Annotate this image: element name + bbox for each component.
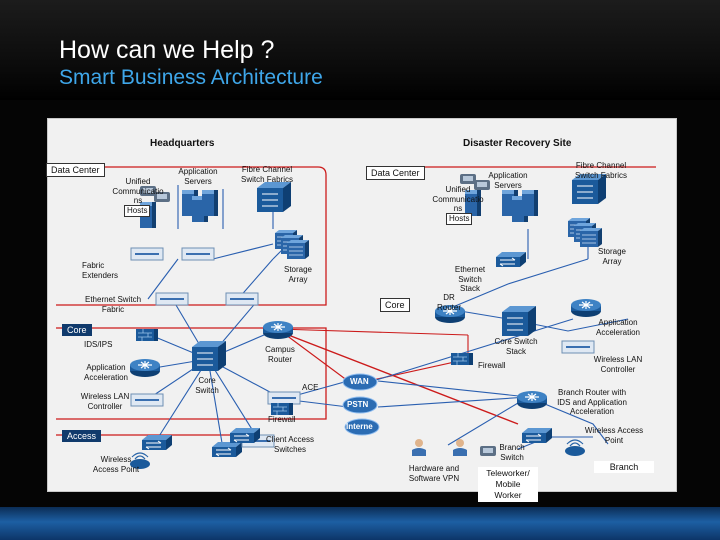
branch-user-icon-1 [412, 439, 426, 456]
hq-storage-array-icon [274, 229, 310, 260]
dr-core-switch-stack-label: Core Switch Stack [494, 337, 538, 356]
branch-user-icon-2 [453, 439, 467, 456]
dr-data-center-label: Data Center [366, 166, 425, 180]
hq-application-servers-label: Application Servers [178, 167, 218, 186]
hq-fabric-extender-icon-2 [181, 247, 215, 261]
branch-switch-icon [521, 427, 553, 444]
hq-client-access-switches-label: Client Access Switches [265, 435, 315, 454]
dr-fibre-channel-label: Fibre Channel Switch Fabrics [574, 161, 627, 180]
branch-wireless-access-point-label: Wireless Access Point [584, 426, 644, 445]
hq-ace-icon [267, 391, 301, 405]
branch-teleworker-label: Teleworker/ Mobile Worker [478, 467, 538, 502]
hq-wireless-access-point-label: Wireless Access Point [92, 455, 140, 474]
dr-firewall-label: Firewall [478, 361, 506, 370]
hq-firewall-icon [270, 402, 294, 416]
hq-storage-array-label: Storage Array [283, 265, 313, 284]
hq-fabric-extender-icon-1 [130, 247, 164, 261]
hq-fabric-extenders-label: Fabric Extenders [82, 261, 119, 280]
dr-storage-array-icon [567, 217, 603, 248]
headquarters-label: Headquarters [150, 138, 215, 149]
hq-core-switch-label: Core Switch [195, 376, 219, 395]
hq-fibre-channel-switch-icon [256, 181, 292, 213]
page-title: How can we Help ? [59, 36, 275, 64]
hq-wireless-lan-controller-label: Wireless LAN Controller [80, 392, 130, 411]
headquarters-core-zone [56, 327, 327, 420]
branch-label: Branch [594, 461, 654, 473]
wan-cloud-label: WAN [350, 377, 369, 386]
hq-ids-ips-label: IDS/IPS [84, 340, 113, 349]
hq-fibre-channel-label: Fibre Channel Switch Fabrics [240, 165, 293, 184]
dr-unified-communications-label: Unified Communicatio ns [432, 185, 484, 213]
hq-access-switch-icon-2 [211, 441, 243, 458]
network-links [147, 185, 629, 450]
hq-ethernet-switch-fabric-icon-1 [155, 292, 189, 306]
architecture-diagram: Headquarters Disaster Recovery Site Data… [46, 118, 677, 502]
title-band [0, 0, 720, 100]
hq-campus-router-label: Campus Router [265, 345, 295, 364]
dr-application-servers-icon [502, 190, 538, 222]
dr-application-servers-label: Application Servers [488, 171, 528, 190]
dr-storage-array-label: Storage Array [597, 247, 627, 266]
pstn-cloud-label: PSTN [347, 400, 369, 409]
hq-ids-ips-icon [135, 328, 159, 342]
dr-wireless-lan-controller-label: Wireless LAN Controller [593, 355, 643, 374]
hq-access-switch-icon-4 [229, 427, 261, 444]
dr-core-switch-stack-icon [501, 305, 537, 337]
dr-hosts-label: Hosts [446, 213, 473, 225]
dr-application-acceleration-icon [570, 298, 602, 318]
page-subtitle: Smart Business Architecture [59, 66, 323, 89]
hq-access-label: Access [62, 430, 102, 442]
hq-hosts-label: Hosts [124, 205, 151, 217]
branch-router-icon [516, 390, 548, 410]
hq-campus-router-icon [262, 320, 294, 340]
dr-core-label: Core [380, 298, 410, 312]
hq-application-servers-icon [182, 190, 218, 222]
hq-core-label: Core [62, 324, 92, 336]
hq-ethernet-switch-fabric-icon-2 [225, 292, 259, 306]
branch-wireless-access-point-icon [564, 439, 586, 457]
hq-access-switch-icon-1 [141, 434, 173, 451]
branch-vpn-label: Hardware and Software VPN [408, 464, 460, 483]
hq-application-acceleration-icon [129, 358, 161, 378]
hq-firewall-label: Firewall [268, 415, 296, 424]
hq-data-center-label: Data Center [46, 163, 105, 177]
headquarters-datacenter-zone [56, 166, 327, 306]
footer-band [0, 507, 720, 540]
hq-unified-communications-label: Unified Communicatio ns [112, 177, 164, 205]
dr-wireless-lan-controller-icon [561, 340, 595, 354]
hq-application-acceleration-label: Application Acceleration [83, 363, 129, 382]
dr-ethernet-switch-stack-label: Ethernet Switch Stack [454, 265, 486, 293]
diagram-canvas [56, 166, 656, 470]
branch-switch-label: Branch Switch [499, 443, 525, 462]
dr-ethernet-switch-stack-icon [495, 251, 527, 268]
hq-ethernet-switch-fabric-label: Ethernet Switch Fabric [84, 295, 142, 314]
hq-core-switch-icon [191, 340, 227, 372]
disaster-recovery-label: Disaster Recovery Site [463, 138, 572, 149]
dr-dr-router-label: DR Router [436, 293, 461, 312]
hq-wireless-lan-controller-icon [130, 393, 164, 407]
internet-cloud-label: Interne [346, 422, 373, 431]
dr-firewall-icon [450, 352, 474, 366]
hq-ace-label: ACE [302, 383, 319, 392]
branch-router-label: Branch Router with IDS and Application A… [557, 388, 627, 416]
dr-application-acceleration-label: Application Acceleration [595, 318, 641, 337]
